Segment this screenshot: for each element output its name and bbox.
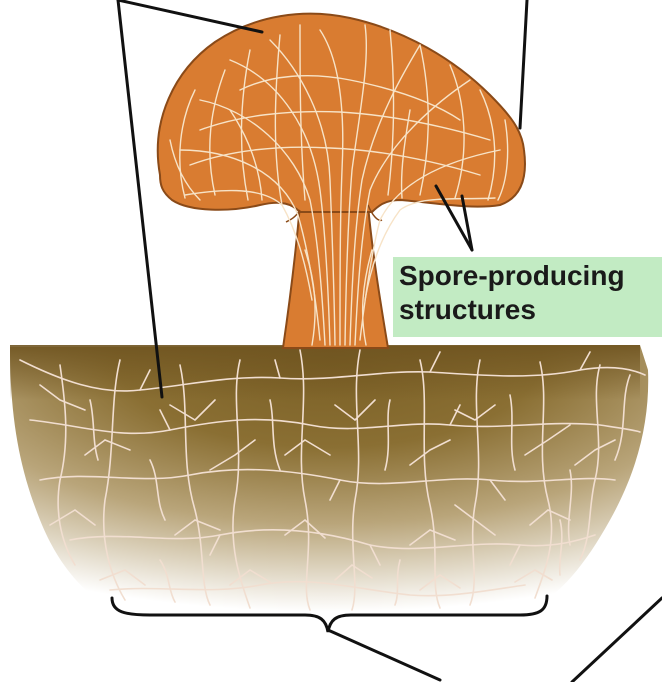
- spore-label-line1: Spore-producing: [399, 261, 625, 291]
- leader-line-bottom: [328, 630, 440, 680]
- leader-line-cap-left: [118, 0, 262, 32]
- leader-line-mycelium: [118, 0, 162, 397]
- leader-line-bottom-right: [572, 598, 662, 682]
- spore-label-line2: structures: [399, 295, 536, 325]
- spore-structures-label: Spore-producing structures: [393, 257, 662, 337]
- leader-line-cap-right: [520, 0, 527, 128]
